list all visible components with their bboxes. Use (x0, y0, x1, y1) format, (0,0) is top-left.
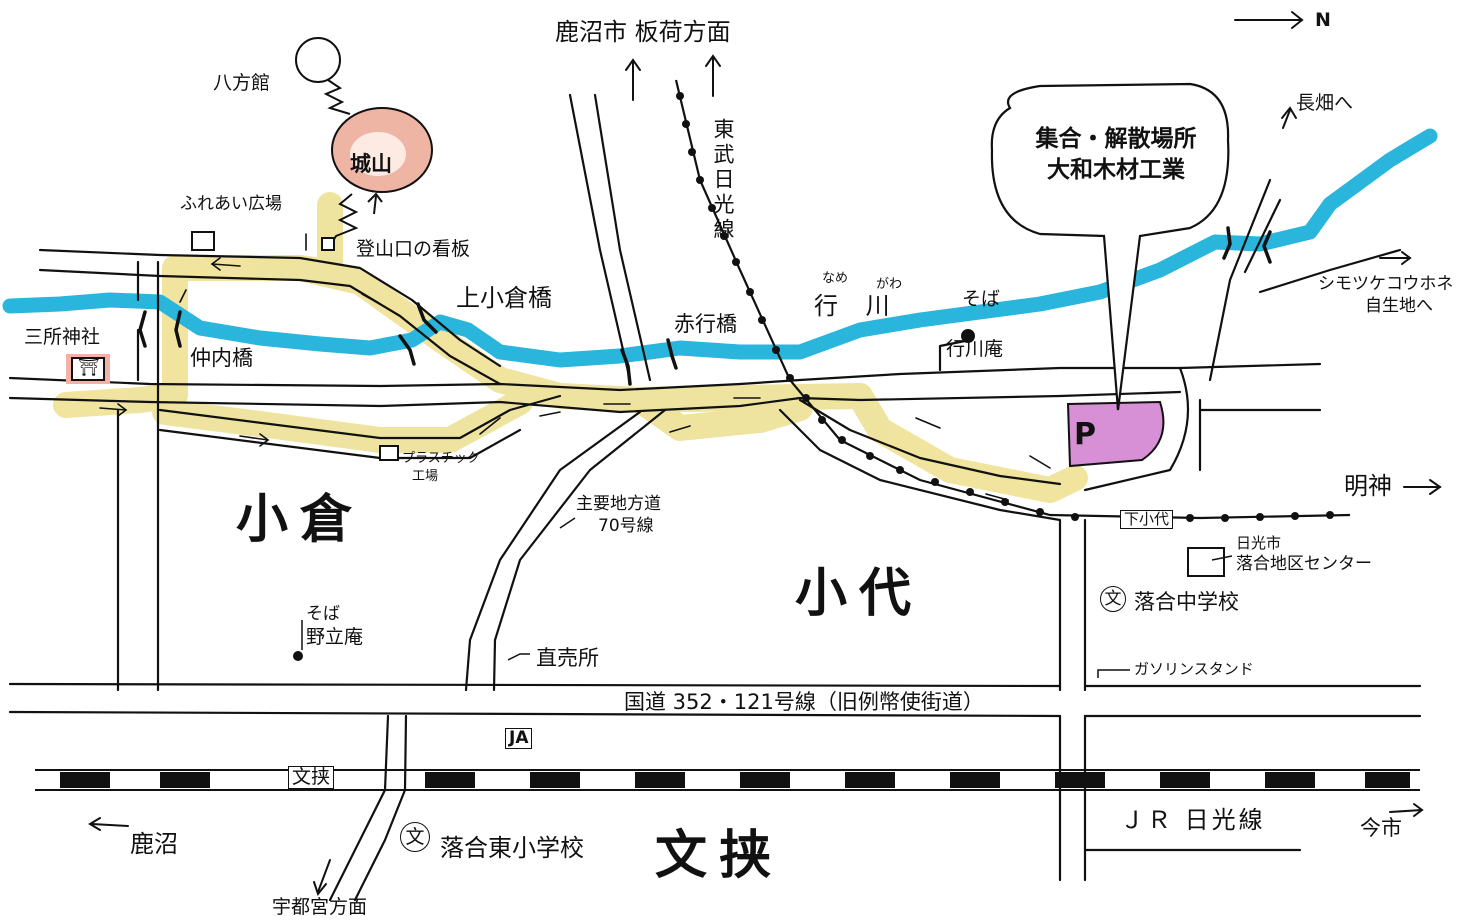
pins (293, 329, 975, 661)
parking-lot (1066, 400, 1165, 468)
happokan-marker (295, 37, 383, 247)
school-icon-es: 文 (400, 822, 430, 852)
chokubai-label: 直売所 (536, 646, 599, 670)
gas-station-label: ガソリンスタンド (1134, 660, 1254, 678)
school-icon-jhs: 文 (1100, 586, 1126, 612)
center-label-2: 落合地区センター (1236, 554, 1372, 574)
soba-nodachian-label-1: そば (306, 604, 340, 624)
parking-label: P (1074, 417, 1096, 452)
callout-line-2: 大和木材工業 (1047, 157, 1185, 184)
direction-imaichi: 今市 (1360, 816, 1402, 840)
shiroyama-mountain (331, 107, 433, 193)
shimokoshiro-station-label: 下小代 (1120, 510, 1174, 529)
callout-bubble (990, 82, 1230, 411)
area-ogura: 小倉 (236, 490, 365, 550)
direction-kanuma-itaga: 鹿沼市 板荷方面 (555, 18, 731, 46)
jr-line-label: ＪＲ 日光線 (1120, 806, 1266, 834)
meeting-point-callout: 集合・解散場所 大和木材工業 (1006, 124, 1226, 186)
tobu-line-label: 東武日光線 (711, 118, 735, 243)
river-ruby-2: がわ (876, 277, 903, 292)
fubasami-station-label: 文挟 (288, 766, 335, 789)
area-fubasami: 文挟 (655, 826, 784, 886)
nakauchi-bridge-label: 仲内橋 (190, 346, 253, 370)
shiroyama-label: 城山 (350, 152, 392, 176)
namegawa-river (2, 128, 1438, 368)
tozanguchi-label: 登山口の看板 (356, 238, 471, 260)
national-road-label: 国道 352・121号線（旧例幣使街道） (624, 690, 984, 714)
tobu-railway-ticks (676, 92, 1334, 522)
jr-railway (35, 769, 1420, 791)
route70-label-2: 70号線 (598, 516, 654, 536)
center-label-1: 日光市 (1236, 534, 1282, 552)
direction-arrows (88, 11, 1442, 897)
route-arrows (99, 233, 1051, 501)
direction-myojin: 明神 (1344, 472, 1392, 500)
ja-label: JA (505, 728, 533, 749)
happokan-label: 八方館 (213, 72, 271, 94)
sansho-shrine-box (66, 354, 110, 384)
ochiai-jhs-label: 落合中学校 (1134, 590, 1239, 614)
callout-line-1: 集合・解散場所 (1035, 126, 1197, 152)
north-label: N (1315, 9, 1331, 31)
direction-kanuma: 鹿沼 (130, 830, 178, 858)
leader-lines (301, 517, 1233, 678)
route70-label-1: 主要地方道 (576, 494, 661, 514)
nodachian-label: 野立庵 (306, 626, 364, 648)
direction-utsunomiya: 宇都宮方面 (272, 896, 368, 918)
kamiogura-bridge-label: 上小倉橋 (456, 284, 552, 312)
river-name-label: 行 川 (814, 292, 900, 320)
fureai-label: ふれあい広場 (180, 194, 282, 214)
direction-shimotsuke-2: 自生地へ (1365, 296, 1433, 316)
sansho-shrine-label: 三所神社 (24, 326, 101, 348)
small-buildings (191, 231, 1225, 577)
ochiai-east-es-label: 落合東小学校 (440, 834, 584, 862)
namegawa-an-label: 行川庵 (946, 338, 1004, 360)
soba-label: そば (962, 288, 1001, 310)
area-koshiro: 小代 (795, 564, 924, 624)
bridge-marks (138, 226, 1272, 386)
direction-nagahata: 長畑へ (1296, 92, 1354, 114)
plastic-factory-label-2: 工場 (412, 469, 439, 484)
akayuki-bridge-label: 赤行橋 (674, 312, 737, 336)
shrine-icon: ⛩ (78, 358, 100, 378)
roads (8, 93, 1422, 902)
river-ruby-1: なめ (822, 271, 849, 286)
plastic-factory-label-1: プラスチック (402, 451, 480, 466)
direction-shimotsuke: シモツケコウホネ (1318, 274, 1454, 294)
